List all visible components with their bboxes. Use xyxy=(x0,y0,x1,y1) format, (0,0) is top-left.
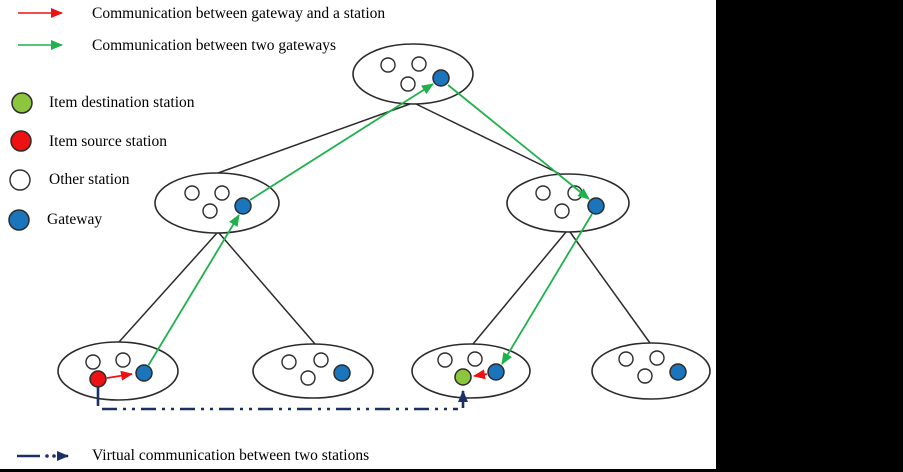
station-gateway xyxy=(487,363,505,381)
station-other xyxy=(554,203,570,219)
legend-other-station-label: Other station xyxy=(49,171,130,188)
blue-circle-icon xyxy=(8,209,30,231)
gateway-communications xyxy=(147,83,593,367)
station-other xyxy=(202,203,218,219)
station-other xyxy=(115,352,131,368)
cluster-leaf-2 xyxy=(252,343,374,399)
cluster-ellipse xyxy=(57,341,179,401)
cluster-root xyxy=(352,43,474,105)
station-other xyxy=(85,354,101,370)
station-other xyxy=(281,354,297,370)
station-gateway xyxy=(432,69,450,87)
station-gateway xyxy=(333,364,351,382)
cluster-ellipse xyxy=(352,43,474,105)
cluster-leaf-3 xyxy=(411,343,531,399)
cluster-ellipse xyxy=(591,342,711,400)
navy-dot xyxy=(52,454,56,458)
tree-edge-midleft-leaf1 xyxy=(118,232,218,343)
legend-gateway-station-comm-label: Communication between gateway and a stat… xyxy=(92,5,386,22)
station-item-destination xyxy=(454,368,472,386)
legend-item-destination-label: Item destination station xyxy=(49,94,195,111)
station-other xyxy=(649,350,665,366)
station-other xyxy=(400,76,416,92)
station-other xyxy=(214,185,230,201)
tree-edge-midright-leaf4 xyxy=(569,231,651,344)
green-comm-arrow-root-midright xyxy=(447,84,590,200)
cluster-leaf-4 xyxy=(591,342,711,400)
white-circle-icon xyxy=(9,169,31,191)
station-other xyxy=(467,351,483,367)
tree-edges xyxy=(118,103,651,345)
legend-two-gateways-comm-label: Communication between two gateways xyxy=(92,37,337,54)
red-comm-arrow-source-gateway xyxy=(106,370,133,381)
cluster-mid-left xyxy=(154,172,280,234)
station-gateway xyxy=(587,197,605,215)
tree-edge-midright-leaf3 xyxy=(472,231,567,345)
navy-dot xyxy=(45,454,49,458)
virtual-communication xyxy=(96,387,468,411)
cluster-ellipse xyxy=(252,343,374,399)
legend-item-source-label: Item source station xyxy=(49,133,167,150)
legend-icons xyxy=(8,8,69,461)
station-gateway xyxy=(234,197,252,215)
station-other xyxy=(437,352,453,368)
station-other xyxy=(637,368,653,384)
station-gateway xyxy=(669,363,687,381)
station-communications xyxy=(106,369,488,381)
cluster-ellipse xyxy=(154,172,280,234)
legend-gateway-label: Gateway xyxy=(47,211,103,228)
tree-edge-root-midright xyxy=(415,103,561,175)
green-circle-icon xyxy=(11,92,33,114)
station-item-source xyxy=(89,370,107,388)
station-other xyxy=(184,185,200,201)
bottom-border-rule xyxy=(0,469,903,472)
station-other xyxy=(380,57,396,73)
station-other xyxy=(618,351,634,367)
station-other xyxy=(313,352,329,368)
cluster-mid-right xyxy=(506,173,630,233)
red-circle-icon xyxy=(10,130,32,152)
station-gateway xyxy=(135,364,153,382)
tree-edge-midleft-leaf2 xyxy=(218,232,316,345)
navy-dash-dot-arrow-icon xyxy=(17,451,69,461)
green-comm-arrow-leaf1-midleft xyxy=(147,214,240,367)
legend-virtual-comm-label: Virtual communication between two statio… xyxy=(92,447,370,464)
black-crop-region xyxy=(716,0,903,472)
cluster-leaf-1 xyxy=(57,341,179,401)
tree-edge-root-midleft xyxy=(217,103,411,174)
station-other xyxy=(411,56,427,72)
green-comm-arrow-midright-leaf3 xyxy=(501,213,593,365)
cluster-ellipse xyxy=(411,343,531,399)
station-other xyxy=(300,370,316,386)
red-comm-arrow-gateway-destination xyxy=(473,369,488,380)
green-comm-arrow-midleft-root xyxy=(249,83,434,201)
station-other xyxy=(535,185,551,201)
